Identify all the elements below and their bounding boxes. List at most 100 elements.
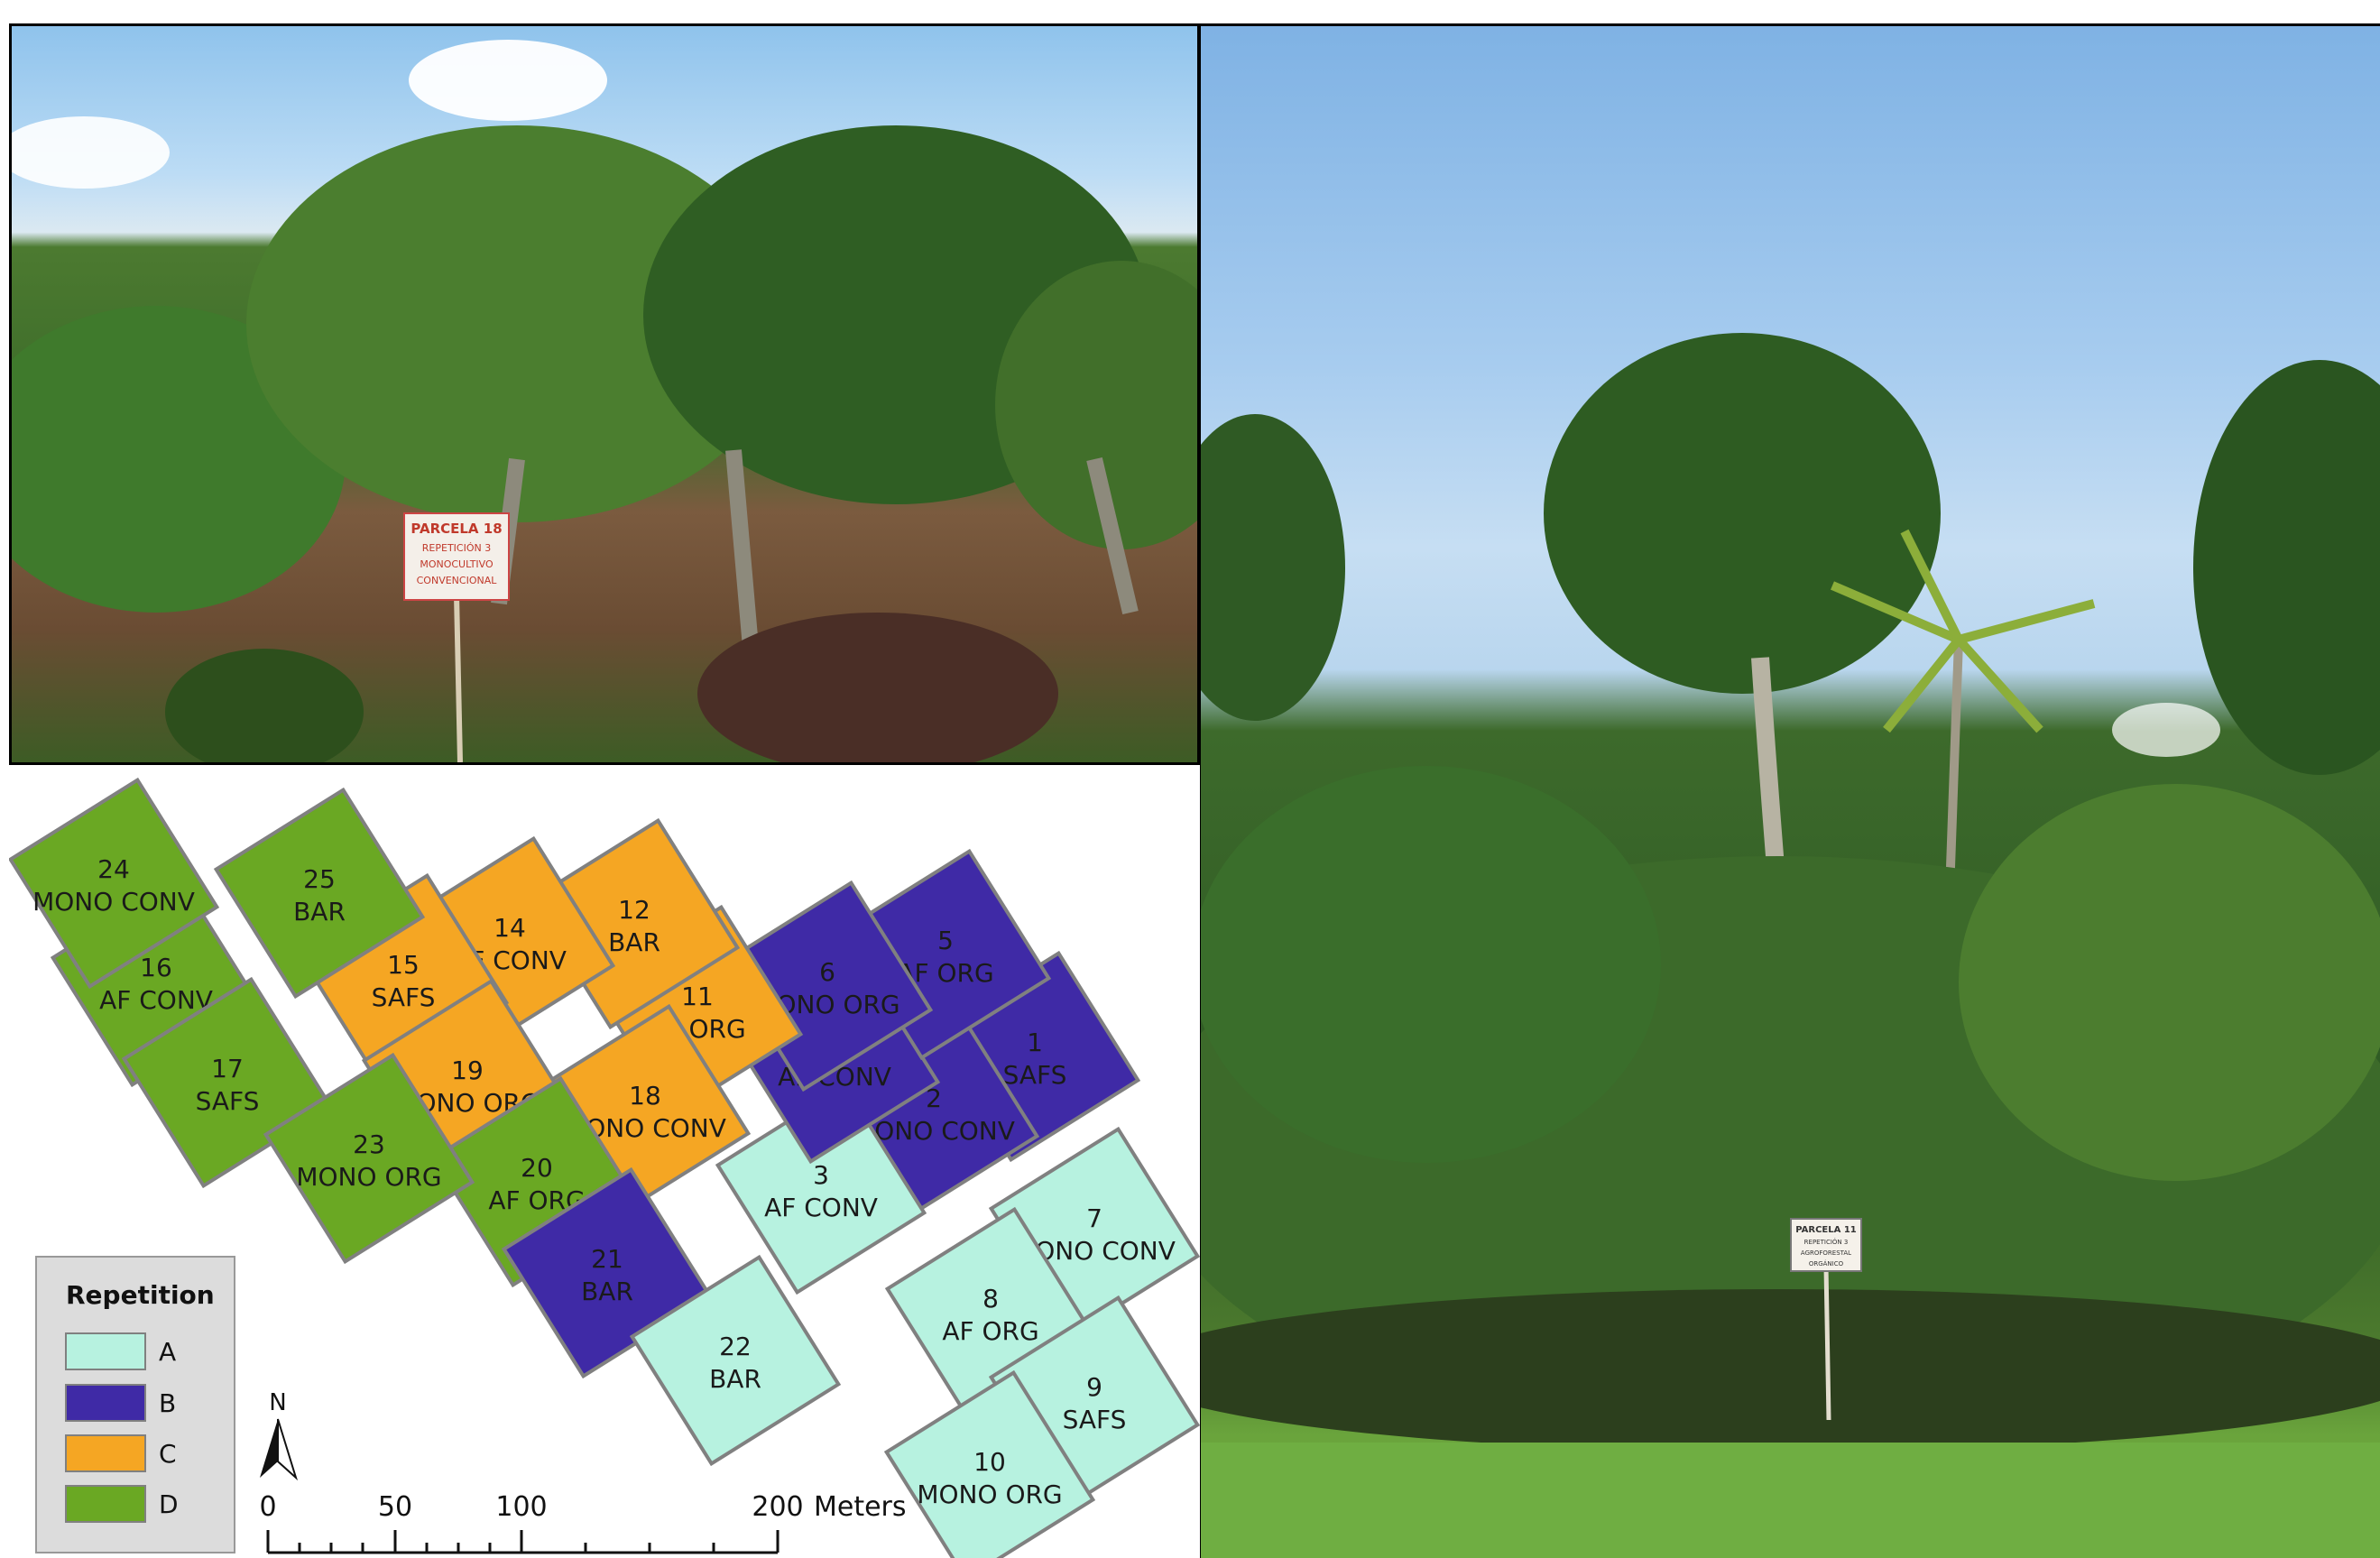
palm-trunk bbox=[1945, 639, 1963, 893]
sign-post bbox=[1823, 1266, 1831, 1421]
plot-shape bbox=[263, 1052, 475, 1265]
understory-plants bbox=[697, 613, 1058, 762]
sign-line: ORGÁNICO bbox=[1809, 1259, 1844, 1268]
plot-system: AF ORG bbox=[942, 1316, 1038, 1346]
legend: Repetition A B C D bbox=[35, 1256, 235, 1553]
cacao-tree-canopy bbox=[246, 125, 788, 522]
plot-number: 16 bbox=[140, 953, 172, 982]
cloud bbox=[2112, 703, 2220, 757]
plot-number: 3 bbox=[813, 1160, 829, 1190]
scale-tick-label-200: 200 bbox=[752, 1491, 803, 1523]
scale-tick-label-0: 0 bbox=[259, 1491, 276, 1523]
sign-line: MONOCULTIVO bbox=[420, 558, 494, 570]
plot-system: BAR bbox=[608, 927, 660, 957]
plot-system: BAR bbox=[581, 1277, 633, 1306]
plot-number: 14 bbox=[494, 913, 526, 943]
plot-shape bbox=[9, 777, 220, 990]
scale-line bbox=[266, 1530, 779, 1554]
scale-bar: 0 50 100 200 Meters bbox=[259, 1491, 907, 1554]
north-label: N bbox=[269, 1389, 286, 1416]
plot-system: SAFS bbox=[372, 982, 436, 1012]
banana-plants bbox=[1201, 766, 1661, 1163]
plot-number: 11 bbox=[681, 982, 714, 1011]
plot-system: AF CONV bbox=[764, 1193, 878, 1222]
plot-sign-11: PARCELA 11 REPETICIÓN 3 AGROFORESTAL ORG… bbox=[1790, 1218, 1862, 1272]
plot-number: 1 bbox=[1027, 1028, 1043, 1057]
legend-swatch-a bbox=[65, 1332, 146, 1370]
plot-number: 17 bbox=[211, 1054, 244, 1083]
scale-unit: Meters bbox=[814, 1491, 907, 1523]
north-arrow-left-half bbox=[260, 1419, 278, 1478]
plot-system: MONO ORG bbox=[917, 1480, 1062, 1509]
plot-system: MONO ORG bbox=[296, 1162, 441, 1192]
cacao-monoculture-photo: PARCELA 18 REPETICIÓN 3 MONOCULTIVO CONV… bbox=[9, 23, 1200, 765]
photo-scene: PARCELA 18 REPETICIÓN 3 MONOCULTIVO CONV… bbox=[12, 40, 1197, 762]
north-arrow: N bbox=[260, 1389, 299, 1481]
plot-number: 2 bbox=[926, 1083, 942, 1113]
sign-line: PARCELA 18 bbox=[411, 521, 502, 537]
plot-system: BAR bbox=[709, 1364, 761, 1394]
plot-system: SAFS bbox=[1063, 1405, 1127, 1434]
understory-plants bbox=[165, 649, 364, 762]
sign-line: REPETICIÓN 3 bbox=[1804, 1238, 1849, 1246]
photo-scene: PARCELA 11 REPETICIÓN 3 AGROFORESTAL ORG… bbox=[1201, 333, 2380, 1558]
cloud bbox=[409, 40, 607, 121]
plot-number: 10 bbox=[973, 1447, 1006, 1477]
plot-number: 8 bbox=[982, 1284, 999, 1314]
plot-number: 9 bbox=[1086, 1372, 1102, 1402]
legend-label-a: A bbox=[159, 1337, 176, 1367]
sign-line: CONVENCIONAL bbox=[417, 575, 498, 586]
plot-number: 7 bbox=[1086, 1203, 1102, 1233]
legend-swatch-d bbox=[65, 1485, 146, 1523]
banana-plants bbox=[1959, 784, 2380, 1181]
cacao-tree-canopy bbox=[995, 261, 1197, 549]
plot-shape bbox=[883, 1369, 1096, 1558]
legend-title: Repetition bbox=[66, 1280, 215, 1310]
scale-tick-label-100: 100 bbox=[495, 1491, 547, 1523]
plot-number: 24 bbox=[97, 854, 130, 884]
grass bbox=[1201, 1443, 2380, 1558]
cloud bbox=[12, 116, 170, 189]
scale-tick-label-50: 50 bbox=[378, 1491, 412, 1523]
tall-tree-canopy bbox=[1544, 333, 1941, 694]
sign-post bbox=[454, 594, 463, 762]
plot-number: 18 bbox=[629, 1081, 661, 1111]
sign-line: REPETICIÓN 3 bbox=[422, 542, 491, 554]
plot-sign-18: PARCELA 18 REPETICIÓN 3 MONOCULTIVO CONV… bbox=[403, 512, 510, 601]
palm-fronds bbox=[1831, 529, 2096, 733]
legend-swatch-c bbox=[65, 1434, 146, 1472]
plot-system: BAR bbox=[293, 897, 346, 927]
plot-number: 19 bbox=[451, 1056, 484, 1085]
plot-number: 22 bbox=[719, 1332, 752, 1361]
plot-shape bbox=[629, 1254, 842, 1467]
plot-number: 12 bbox=[618, 895, 650, 925]
plot-shape bbox=[213, 787, 426, 1000]
sign-line: PARCELA 11 bbox=[1795, 1225, 1857, 1235]
sign-line: AGROFORESTAL bbox=[1801, 1249, 1851, 1257]
border-plants bbox=[1201, 1289, 2380, 1452]
plot-system: SAFS bbox=[196, 1086, 260, 1116]
plot-system: AF CONV bbox=[99, 985, 213, 1015]
plot-number: 23 bbox=[353, 1129, 385, 1159]
legend-label-b: B bbox=[159, 1388, 176, 1418]
tree-canopy bbox=[1201, 414, 1345, 721]
plot-number: 15 bbox=[387, 950, 420, 980]
plot-system: SAFS bbox=[1003, 1060, 1067, 1090]
legend-label-d: D bbox=[159, 1489, 179, 1519]
tree-canopy bbox=[2193, 360, 2380, 775]
plot-3: 3 AF CONV bbox=[715, 1083, 927, 1295]
plot-system: MONO CONV bbox=[32, 887, 195, 917]
plot-number: 5 bbox=[937, 926, 954, 955]
plot-number: 21 bbox=[591, 1244, 623, 1274]
north-arrow-right-half bbox=[277, 1418, 299, 1481]
plot-number: 20 bbox=[521, 1153, 553, 1183]
legend-swatch-b bbox=[65, 1384, 146, 1422]
plot-shape bbox=[715, 1083, 927, 1295]
plot-number: 25 bbox=[303, 864, 336, 894]
